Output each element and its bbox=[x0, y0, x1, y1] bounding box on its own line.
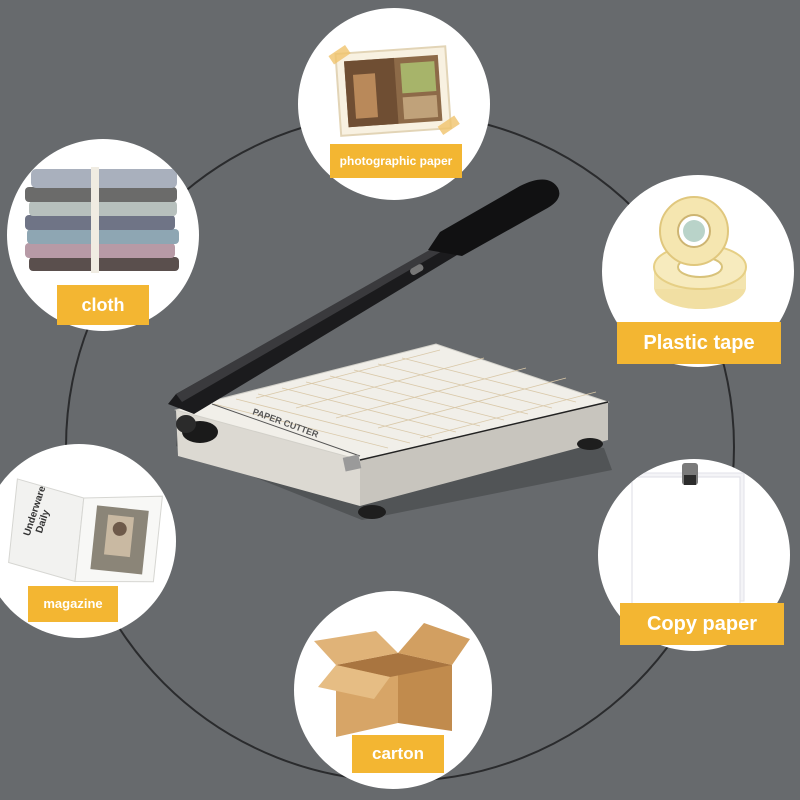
paper-sheet-icon bbox=[631, 463, 745, 606]
magazine-icon: Underware Daily bbox=[8, 478, 163, 583]
cloth-label: cloth bbox=[57, 285, 149, 325]
cloth-bubble bbox=[7, 139, 199, 331]
folded-cloth-icon bbox=[25, 167, 179, 273]
magazine-label: magazine bbox=[28, 586, 118, 622]
plastic-tape-label: Plastic tape bbox=[617, 322, 781, 364]
carton-label: carton bbox=[352, 735, 444, 773]
photographic-paper-label: photographic paper bbox=[330, 144, 462, 178]
cardboard-box-icon bbox=[314, 623, 470, 737]
photo-icon bbox=[328, 44, 460, 137]
tape-roll-icon bbox=[653, 196, 747, 309]
copy-paper-label: Copy paper bbox=[620, 603, 784, 645]
